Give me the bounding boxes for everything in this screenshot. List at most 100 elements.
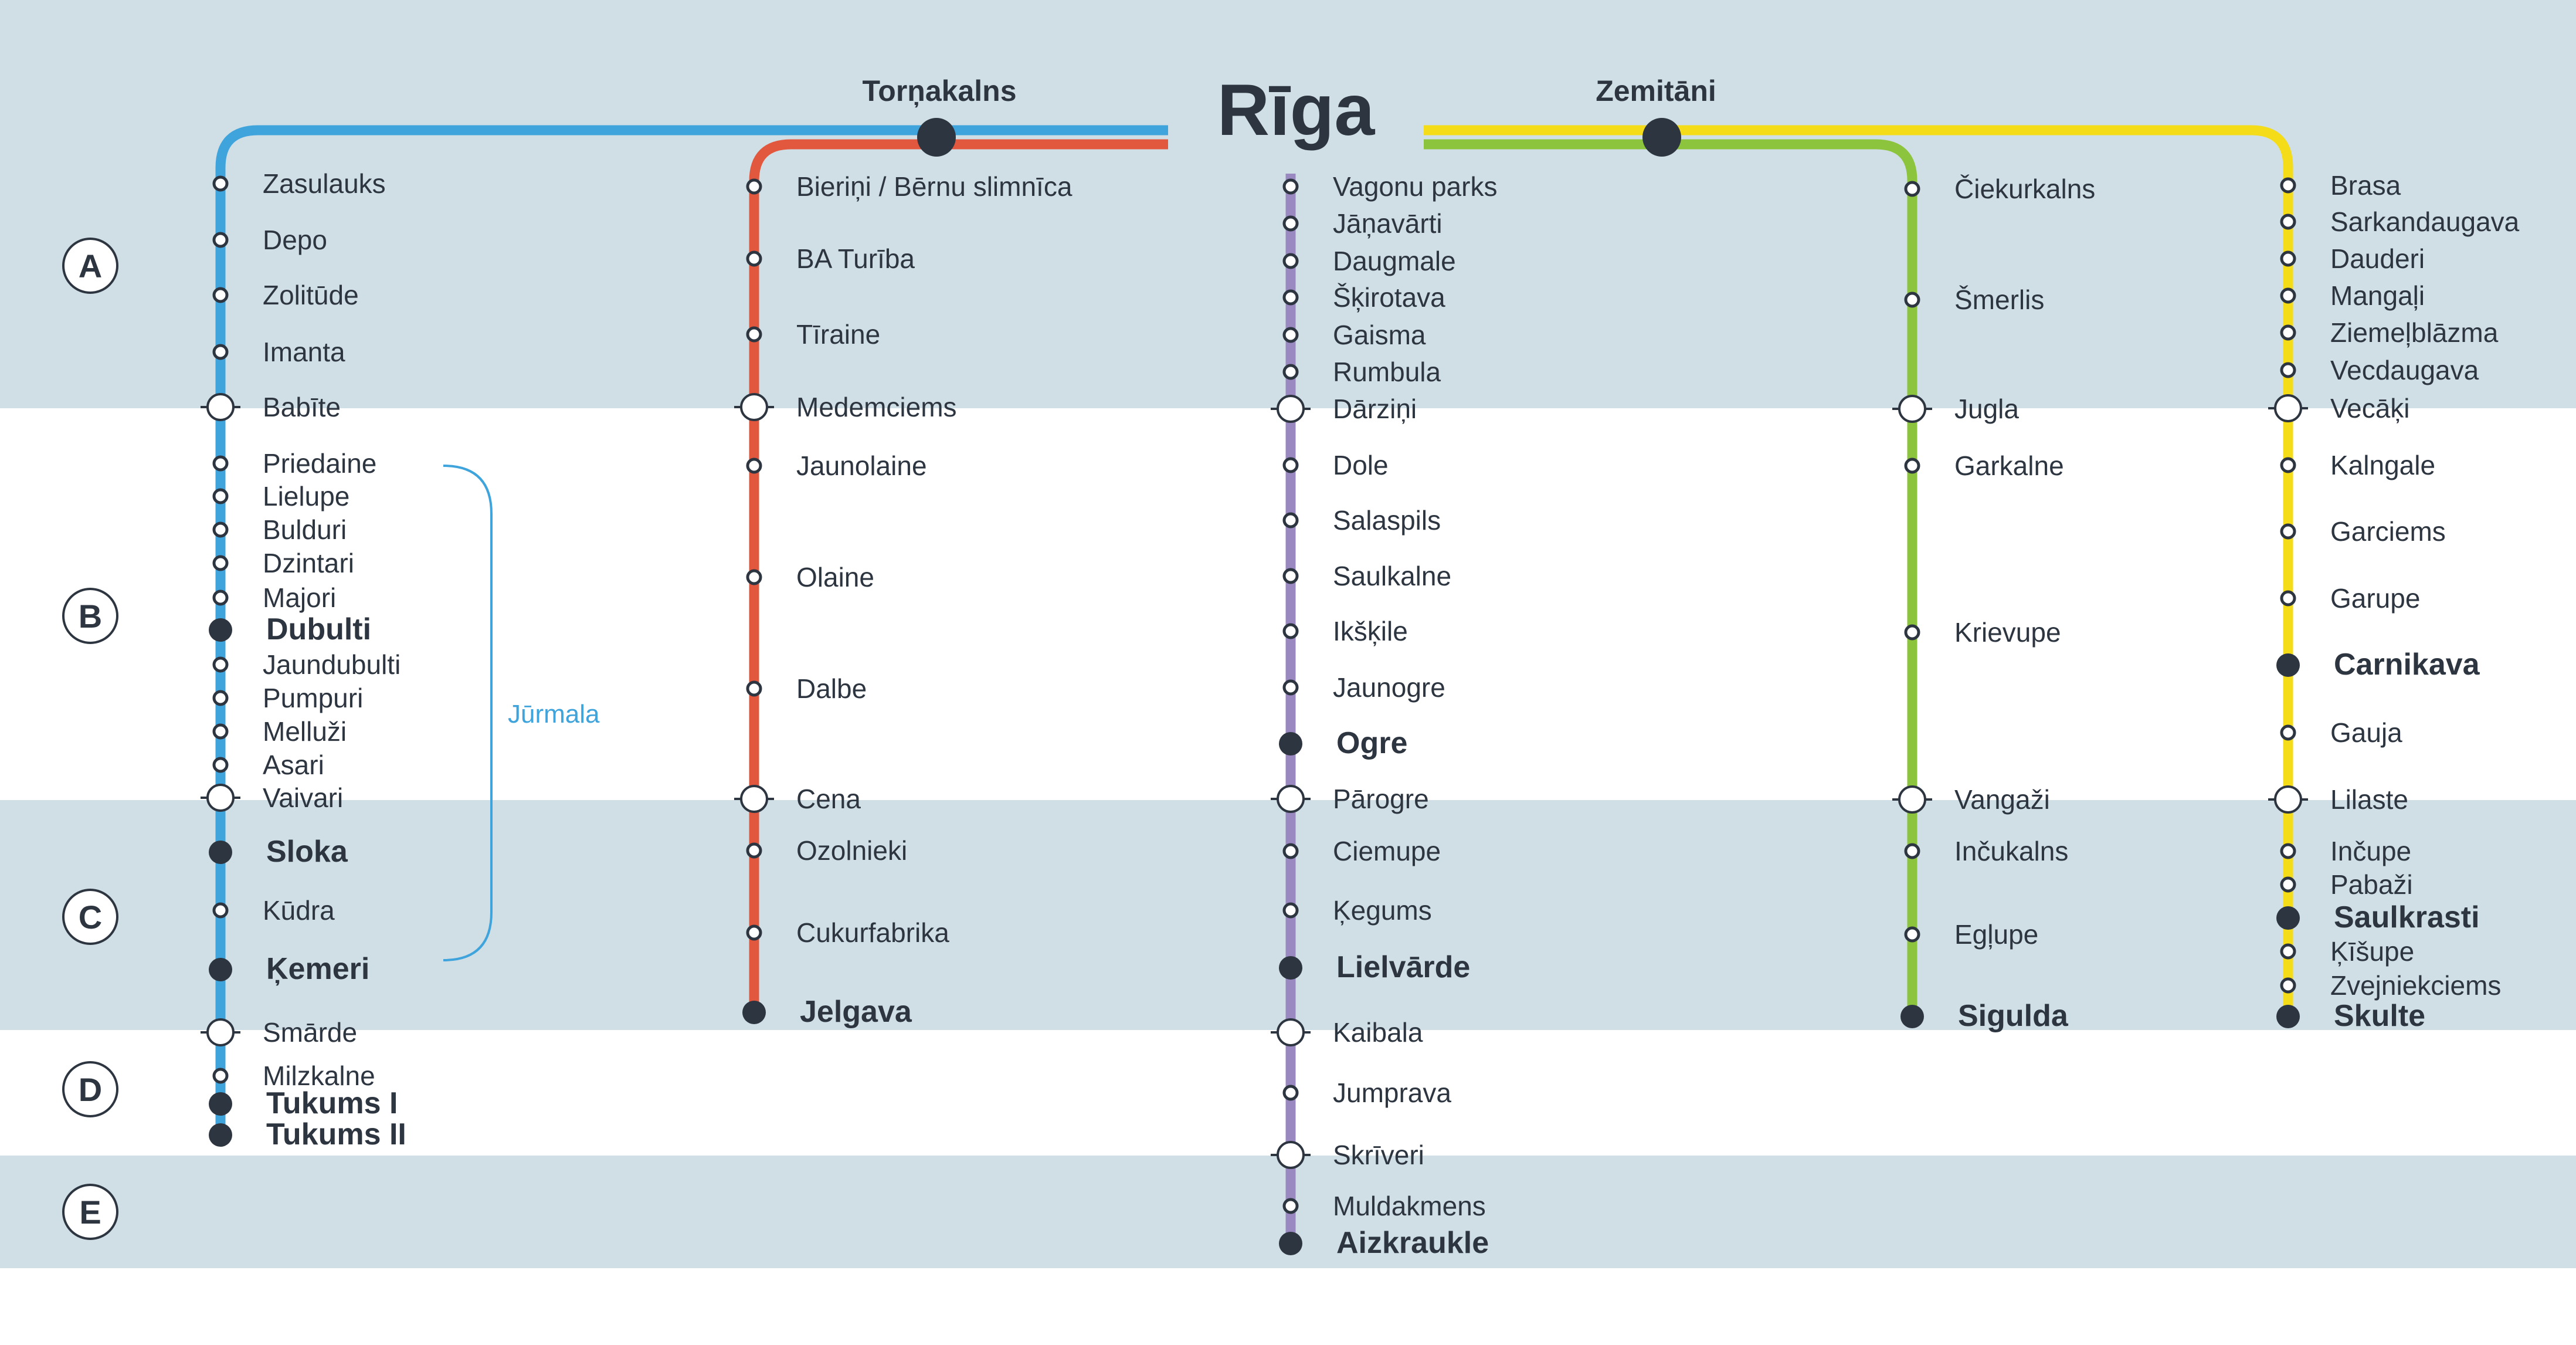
station-label: Zvejniekciems <box>2330 970 2501 1001</box>
station-dot <box>1282 568 1299 584</box>
station-label: Inčukalns <box>1954 836 2068 866</box>
zone-badge-d: D <box>62 1061 118 1117</box>
station-dot <box>1904 926 1920 943</box>
station-label: Garupe <box>2330 583 2420 614</box>
station-label: Inčupe <box>2330 836 2411 866</box>
station-tukums: Depo <box>212 225 327 255</box>
station-label: Bulduri <box>263 514 347 545</box>
station-label: Zasulauks <box>263 168 386 199</box>
station-label: Dārziņi <box>1333 394 1417 424</box>
station-aizkraukle: Jāņavārti <box>1282 208 1443 239</box>
station-jelgava: Tīraine <box>746 319 880 350</box>
station-dot <box>212 757 229 773</box>
zone-boundary-station-ring <box>1277 1018 1305 1046</box>
station-dot <box>2280 523 2296 540</box>
station-tukums: Tukums II <box>209 1117 406 1151</box>
station-tukums: Zolitūde <box>212 280 359 310</box>
station-label: Brasa <box>2330 170 2401 201</box>
station-aizkraukle: Rumbula <box>1282 357 1441 387</box>
station-dot <box>746 680 762 697</box>
zone-badge-circle <box>62 889 118 945</box>
station-aizkraukle: Ciemupe <box>1282 836 1441 866</box>
station-dot <box>212 723 229 740</box>
station-skulte: Skulte <box>2276 999 2425 1033</box>
station-tukums: Sloka <box>209 835 348 869</box>
zone-boundary-station-ring <box>1898 395 1926 423</box>
station-dot <box>2280 457 2296 473</box>
terminal-station-dot <box>2276 1005 2300 1028</box>
station-tukums: Milzkalne <box>212 1061 375 1091</box>
terminal-station-dot <box>209 1092 232 1116</box>
station-dot <box>1282 457 1299 473</box>
terminal-station-dot <box>209 1123 232 1147</box>
zone-label-a: A <box>79 248 102 284</box>
station-label: Muldakmens <box>1333 1191 1486 1221</box>
station-skulte: Kalngale <box>2280 450 2435 480</box>
station-tukums: Lielupe <box>212 481 349 511</box>
station-dot <box>1282 215 1299 232</box>
station-skulte: Carnikava <box>2276 648 2480 682</box>
zone-badge-c: C <box>62 889 118 945</box>
station-dot <box>2280 362 2296 378</box>
zone-badge-circle <box>62 1061 118 1117</box>
station-jelgava: BA Turība <box>746 243 915 274</box>
station-aizkraukle: Salaspils <box>1282 505 1441 536</box>
hub-tornakalns: Torņakalns <box>862 74 1017 157</box>
station-skulte: Dauderi <box>2280 243 2425 274</box>
station-label: Priedaine <box>263 448 376 479</box>
zone-boundary-station-ring <box>740 785 768 813</box>
station-label: Krievupe <box>1954 617 2061 648</box>
station-label: Vecdaugava <box>2330 355 2479 385</box>
station-label: Vecāķi <box>2330 393 2410 424</box>
station-skulte: Vecdaugava <box>2280 355 2479 385</box>
station-tukums: Zasulauks <box>212 168 386 199</box>
terminal-station-dot <box>1279 956 1302 980</box>
station-aizkraukle: Jumprava <box>1282 1078 1451 1108</box>
station-dot <box>1904 458 1920 474</box>
hub-zemitani: Zemitāni <box>1596 74 1716 157</box>
station-skulte: Garupe <box>2280 583 2420 614</box>
station-skulte: Brasa <box>2280 170 2401 201</box>
station-label: Babīte <box>263 392 341 422</box>
station-jelgava: Bieriņi / Bērnu slimnīca <box>746 171 1073 202</box>
station-jelgava: Dalbe <box>746 673 867 704</box>
station-sigulda: Šmerlis <box>1904 284 2044 315</box>
station-jelgava: Ozolnieki <box>746 835 907 866</box>
station-sigulda: Vangaži <box>1892 784 2050 815</box>
station-dot <box>746 924 762 941</box>
station-label: Smārde <box>263 1017 357 1048</box>
station-label: Kūdra <box>263 895 335 926</box>
station-label: Jelgava <box>800 995 912 1029</box>
station-label: Carnikava <box>2334 648 2480 682</box>
station-jelgava: Jelgava <box>742 995 912 1029</box>
zone-boundary-station-ring <box>206 393 235 421</box>
station-sigulda: Krievupe <box>1904 617 2061 648</box>
line-jelgava-track <box>749 139 1168 1012</box>
station-dot <box>212 521 229 538</box>
terminal-station-dot <box>209 958 232 981</box>
station-aizkraukle: Ogre <box>1279 726 1407 760</box>
terminal-station-dot <box>2276 906 2300 930</box>
station-label: Dzintari <box>263 548 354 578</box>
line-skulte-track <box>1424 125 2293 1017</box>
station-tukums: Vaivari <box>201 782 343 813</box>
station-dot <box>1282 289 1299 306</box>
station-tukums: Melluži <box>212 716 347 747</box>
station-tukums: Bulduri <box>212 514 347 545</box>
zone-boundary-station-ring <box>206 784 235 812</box>
station-dot <box>1282 1198 1299 1214</box>
station-label: Cena <box>796 784 861 814</box>
zone-badge-a: A <box>62 238 118 294</box>
station-label: Jāņavārti <box>1333 208 1443 239</box>
station-skulte: Ķīšupe <box>2280 936 2414 967</box>
station-dot <box>746 178 762 195</box>
station-sigulda: Egļupe <box>1904 919 2038 950</box>
line-tukums-track <box>215 125 1168 1135</box>
station-label: Melluži <box>263 716 347 747</box>
station-dot <box>1904 843 1920 859</box>
station-dot <box>1282 679 1299 696</box>
station-label: Tīraine <box>796 319 880 350</box>
station-label: Tukums II <box>266 1117 406 1151</box>
station-label: Skrīveri <box>1333 1140 1424 1170</box>
zone-boundary-station-ring <box>740 393 768 421</box>
